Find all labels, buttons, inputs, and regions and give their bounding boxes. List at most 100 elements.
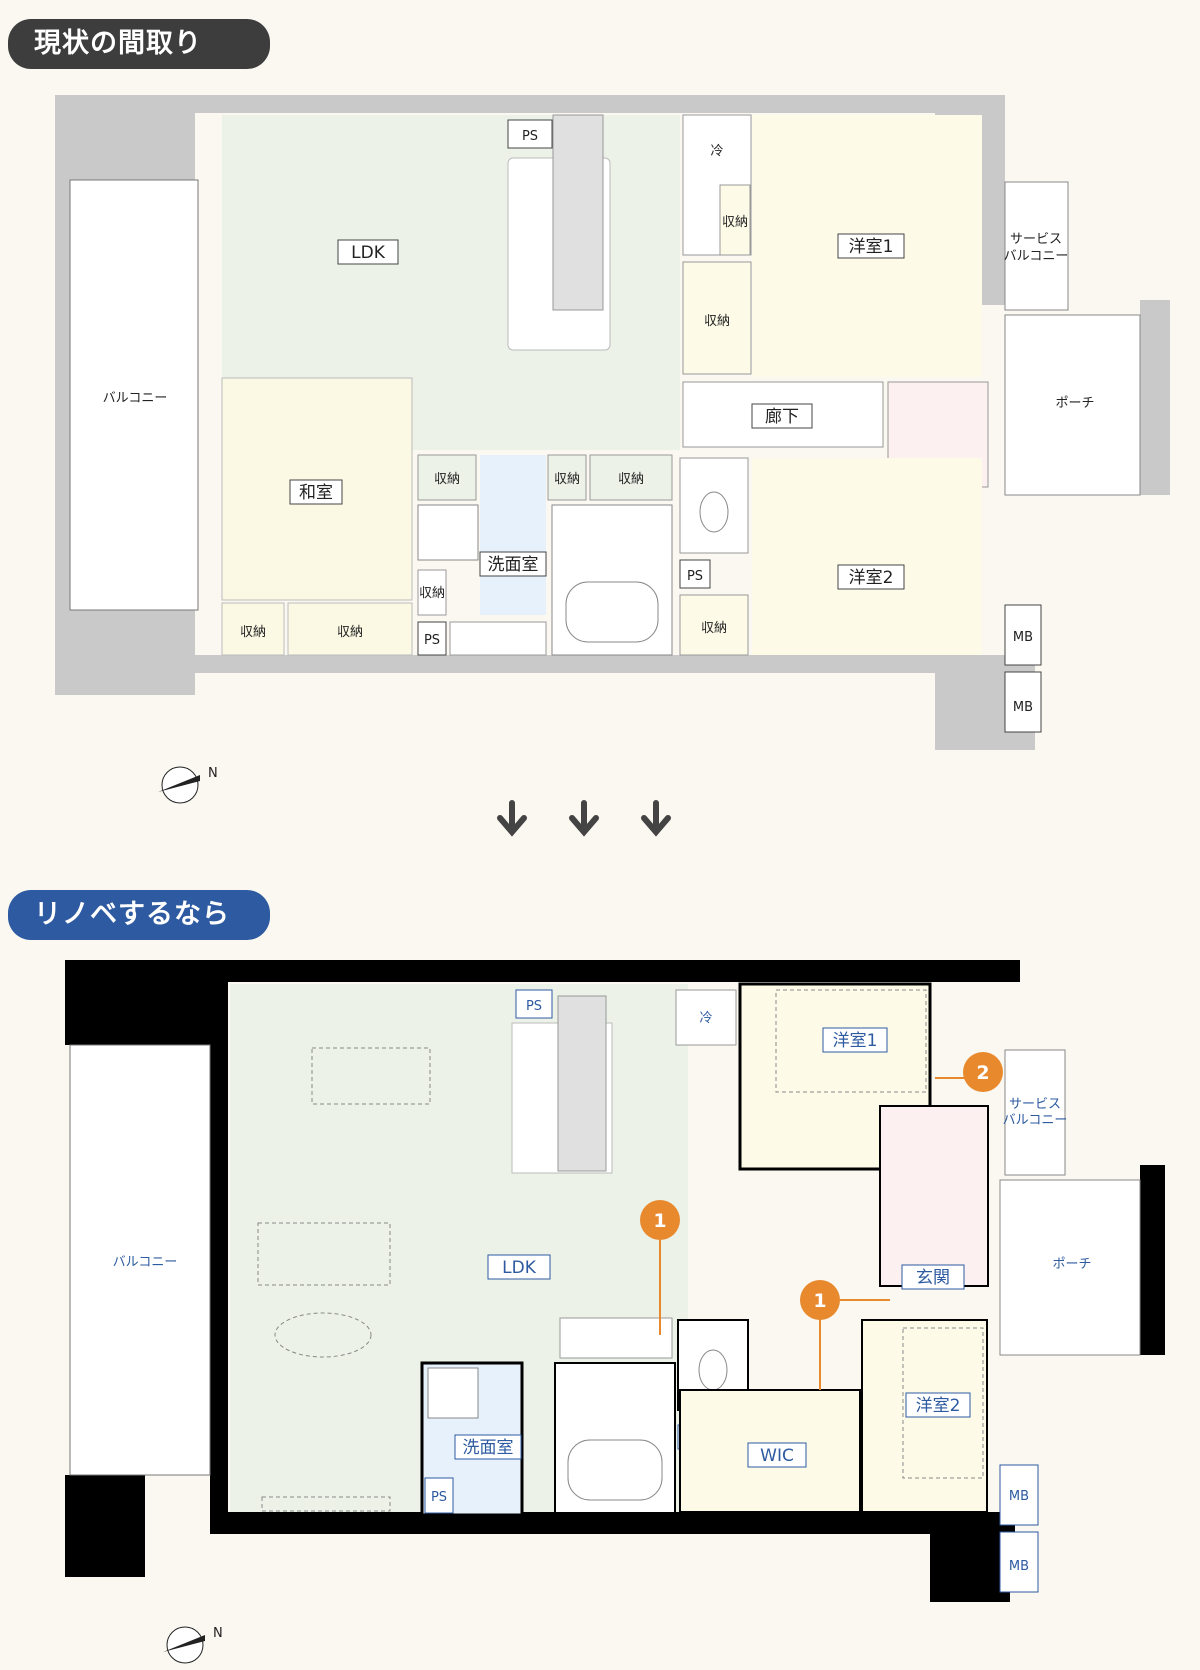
before-ps1-box — [507, 119, 553, 149]
after-wic-label: WIC — [760, 1446, 794, 1466]
after-marker-1a: 1 — [640, 1200, 680, 1335]
after-kitchen-sink — [557, 995, 607, 1172]
before-bath — [551, 504, 673, 656]
before-shuno-d-label: 収納 — [554, 472, 580, 487]
after-ps2-label: PS — [431, 1490, 447, 1505]
before-shuno-d — [547, 454, 587, 501]
before-mb1-label: MB — [1013, 630, 1033, 645]
before-shuno-c-label: 収納 — [434, 472, 460, 487]
before-wall-bottom — [195, 655, 995, 673]
before-shuno-b — [287, 602, 413, 656]
after-ps2-box — [424, 1477, 454, 1514]
after-porch — [999, 1179, 1141, 1356]
before-service-balcony — [1004, 181, 1069, 311]
after-senmen-label-box — [454, 1434, 522, 1460]
after-dining-table — [311, 1047, 431, 1105]
after-sofa — [257, 1222, 391, 1286]
after-reizo — [675, 989, 737, 1046]
after-wall-porch — [1140, 1165, 1165, 1355]
after-service-balcony-label1: サービス — [1009, 1097, 1061, 1112]
after-wall-top — [215, 960, 1020, 982]
before-title-pill: 現状の間取り — [8, 19, 270, 69]
after-porch-label: ポーチ — [1052, 1257, 1091, 1272]
after-service-balcony-label2: バルコニー — [1003, 1113, 1068, 1128]
after-balcony — [69, 1044, 211, 1476]
before-shuno-f — [417, 569, 447, 616]
after-genkan — [879, 1105, 989, 1287]
before-shuno-k — [679, 594, 749, 656]
after-coffee-table — [274, 1312, 372, 1358]
before-roka-label-box — [751, 403, 813, 429]
after-mb2-box — [999, 1531, 1039, 1593]
after-service-balcony — [1004, 1049, 1066, 1176]
before-ps3-label: PS — [687, 569, 703, 584]
after-marker-1a-label: 1 — [653, 1210, 666, 1232]
after-marker-2: 2 — [935, 1052, 1003, 1092]
after-bathtub — [567, 1439, 663, 1501]
before-washer — [417, 504, 479, 561]
before-shuno-a-label: 収納 — [240, 625, 266, 640]
before-shuno-c — [417, 454, 477, 501]
after-senmen-label: 洗面室 — [463, 1438, 514, 1458]
after-ps1-box — [515, 989, 553, 1019]
before-shuno-f-label: 収納 — [419, 586, 445, 601]
after-wall-tl — [65, 960, 215, 1045]
after-wic-label-box — [747, 1442, 807, 1468]
before-service-balcony-label1: サービス — [1010, 232, 1062, 247]
before-vanity — [449, 621, 547, 656]
after-bed2 — [902, 1327, 984, 1479]
before-shuno-a — [221, 602, 285, 656]
before-ps2-box — [417, 621, 447, 656]
after-genkan-label: 玄関 — [916, 1268, 950, 1288]
before-compass-label: N — [208, 766, 218, 781]
before-toilet — [679, 457, 749, 554]
before-compass-icon: N — [158, 766, 218, 804]
before-senmen-label-box — [479, 551, 547, 577]
after-balcony-label: バルコニー — [113, 1255, 178, 1270]
before-bathtub — [565, 581, 659, 643]
arrow-down-icon — [569, 800, 599, 837]
after-marker-1b: 1 — [800, 1280, 890, 1390]
before-porch-label: ポーチ — [1055, 396, 1094, 411]
before-mb2-box — [1004, 671, 1042, 733]
after-genkan-label-box — [901, 1264, 965, 1290]
before-wall-porch — [1140, 300, 1170, 495]
before-roka-label: 廊下 — [765, 407, 799, 427]
before-shuno-g — [719, 184, 751, 256]
before-ps3-box — [679, 559, 711, 589]
before-wall-top — [195, 95, 995, 113]
after-mb1-box — [999, 1464, 1039, 1526]
after-wall-bl — [65, 1475, 145, 1577]
after-compass-label: N — [213, 1626, 223, 1641]
before-yoshitsu2-label-box — [837, 564, 905, 590]
before-shuno-k-label: 収納 — [701, 621, 727, 636]
after-ldk-label: LDK — [502, 1258, 537, 1278]
before-shuno-e — [589, 454, 673, 501]
before-ps1-label: PS — [522, 129, 538, 144]
before-yoshitsu2-label: 洋室2 — [849, 568, 894, 588]
after-ldk-counter — [559, 1317, 673, 1359]
after-wall-left-inner — [210, 970, 228, 1530]
after-plan: バルコニー LDK PS 冷 洗面室 PS 洋室1 — [65, 960, 1165, 1664]
before-toilet-bowl — [699, 491, 729, 533]
arrow-down-icon — [497, 800, 527, 837]
before-yoshitsu1-label: 洋室1 — [849, 237, 894, 257]
before-shuno-h-label: 収納 — [704, 314, 730, 329]
after-wall-bottom — [210, 1512, 1015, 1534]
after-washer — [427, 1367, 479, 1419]
after-yoshitsu1-label: 洋室1 — [833, 1031, 878, 1051]
before-porch — [1004, 314, 1141, 496]
before-rei-label: 冷 — [710, 144, 723, 159]
after-tv-board — [261, 1496, 391, 1512]
before-ldk-label: LDK — [351, 243, 386, 263]
before-balcony — [69, 179, 199, 611]
after-mb2-label: MB — [1009, 1559, 1029, 1574]
after-mb1-label: MB — [1009, 1489, 1029, 1504]
before-shuno-g-label: 収納 — [722, 215, 748, 230]
arrow-down-icon — [641, 800, 671, 837]
before-mb2-label: MB — [1013, 700, 1033, 715]
before-shuno-b-label: 収納 — [337, 625, 363, 640]
before-plan: バルコニー LDK PS 和室 収納 収納 収納 収納 収納 洗面室 収納 PS — [55, 95, 1170, 804]
before-service-balcony-label2: バルコニー — [1004, 249, 1069, 264]
